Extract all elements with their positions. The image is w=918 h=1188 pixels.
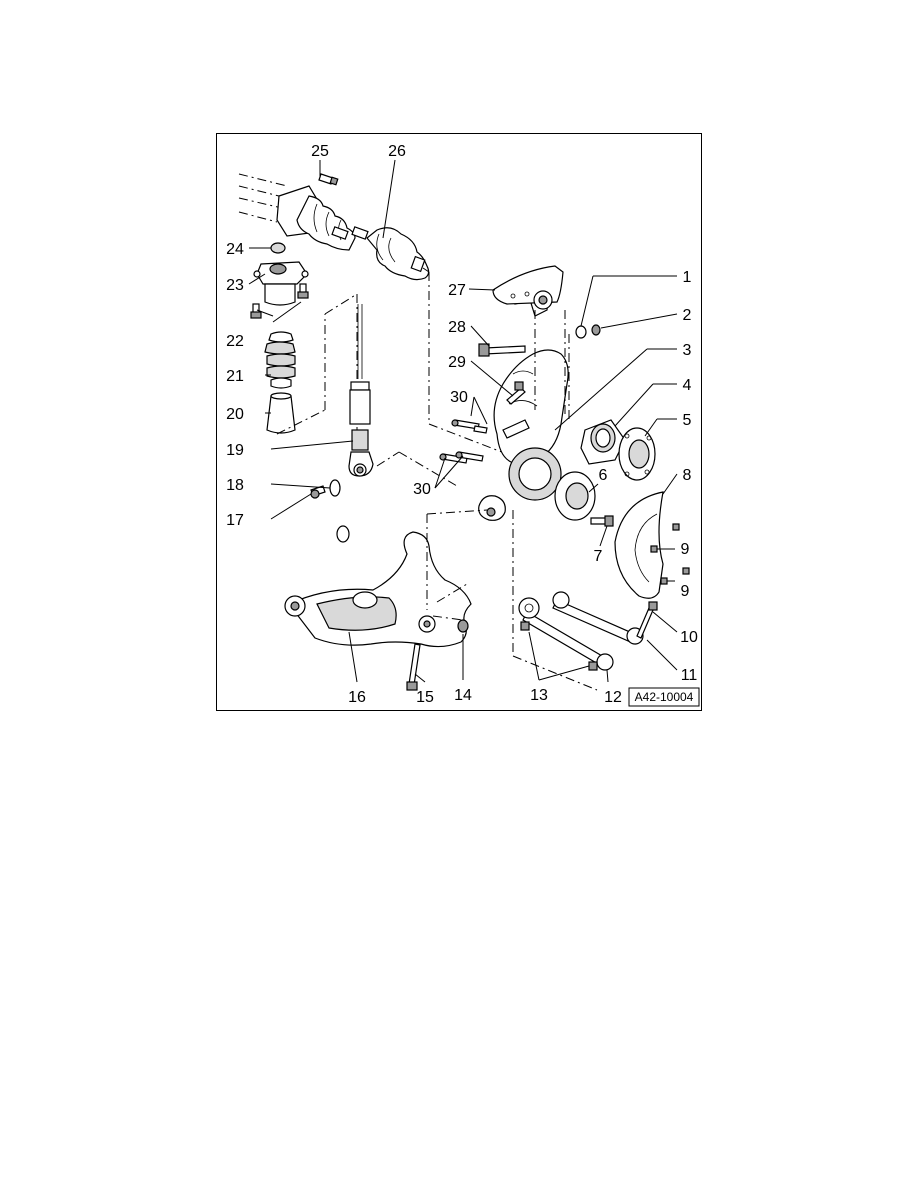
callout-14: 14 [454, 687, 472, 704]
callout-25: 25 [311, 143, 329, 160]
callout-29: 29 [448, 354, 466, 371]
callout-18: 18 [226, 477, 244, 494]
lower-control-arm [284, 509, 488, 691]
callout-6: 6 [599, 467, 608, 484]
callout-9-upper: 9 [681, 541, 690, 558]
lower-links [512, 510, 658, 691]
callout-9-lower: 9 [681, 583, 690, 600]
callout-1: 1 [683, 269, 692, 286]
leader-lines [248, 159, 678, 683]
callout-17: 17 [226, 512, 244, 529]
drive-shaft [238, 173, 508, 455]
callout-12: 12 [604, 689, 622, 706]
callout-15: 15 [416, 689, 434, 706]
callout-2: 2 [683, 307, 692, 324]
callout-3: 3 [683, 342, 692, 359]
reference-code-box: A42-10004 [628, 687, 700, 707]
reference-code: A42-10004 [635, 690, 694, 704]
wheel-hub [554, 471, 614, 527]
callout-28: 28 [448, 319, 466, 336]
callout-5: 5 [683, 412, 692, 429]
callout-13: 13 [530, 687, 548, 704]
shock-absorber [310, 304, 458, 499]
washer-and-nut [568, 324, 601, 422]
callout-21: 21 [226, 368, 244, 385]
exploded-view-drawing: 25 26 24 23 22 21 20 19 18 17 27 28 29 3… [226, 143, 700, 707]
upper-link-bracket [439, 265, 566, 464]
callout-10: 10 [680, 629, 698, 646]
callout-11: 11 [681, 667, 698, 684]
callout-23: 23 [226, 277, 244, 294]
callout-7: 7 [594, 548, 603, 565]
strut-top-mount [250, 242, 309, 323]
callout-24: 24 [226, 241, 244, 258]
bump-stop-and-boot [264, 293, 358, 435]
callout-8: 8 [683, 467, 692, 484]
callout-26: 26 [388, 143, 406, 160]
callout-22: 22 [226, 333, 244, 350]
callout-27: 27 [448, 282, 466, 299]
splash-shield [614, 491, 690, 599]
exploded-view-figure: 25 26 24 23 22 21 20 19 18 17 27 28 29 3… [216, 133, 702, 711]
wheel-bearing-housing [478, 279, 569, 521]
callout-30-upper: 30 [450, 389, 468, 406]
callout-20: 20 [226, 406, 244, 423]
wheel-bearing-and-hub [580, 419, 656, 481]
callout-4: 4 [683, 377, 692, 394]
callout-30-lower: 30 [413, 481, 431, 498]
callout-16: 16 [348, 689, 366, 706]
callout-labels: 25 26 24 23 22 21 20 19 18 17 27 28 29 3… [226, 143, 698, 706]
callout-19: 19 [226, 442, 244, 459]
